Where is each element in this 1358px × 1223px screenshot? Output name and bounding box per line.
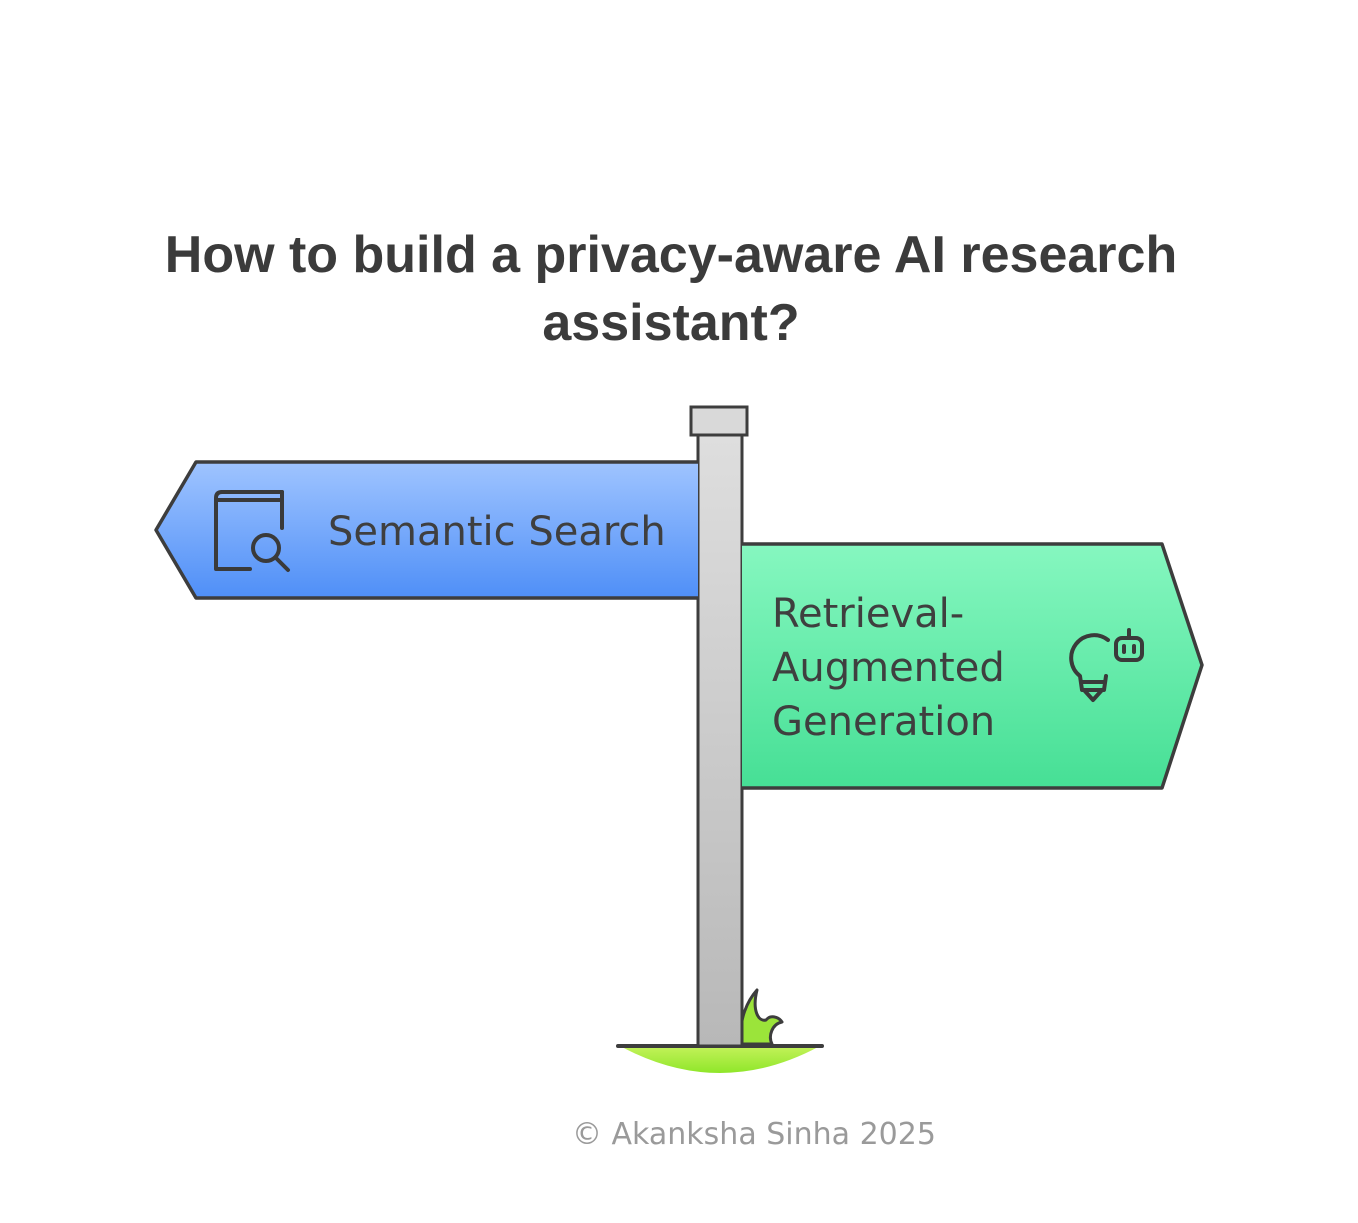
lightbulb-robot-icon <box>1069 628 1144 702</box>
copyright-text: © Akanksha Sinha 2025 <box>572 1117 936 1152</box>
sign-right-label-line-1: Retrieval- <box>772 591 964 637</box>
ground-mound <box>620 1046 820 1073</box>
signpost-pole <box>689 405 749 1048</box>
pole-shaft <box>696 432 744 1048</box>
sign-right-board <box>742 542 1204 790</box>
diagram-title: How to build a privacy-aware AI research… <box>165 226 1177 352</box>
sign-left-board <box>154 460 698 600</box>
sign-right-label-line-2: Augmented <box>772 645 1005 691</box>
pole-cap <box>689 405 749 437</box>
title-line-1: How to build a privacy-aware AI research <box>165 226 1177 284</box>
sign-left-label: Semantic Search <box>328 509 666 555</box>
sign-semantic-search: Semantic Search <box>154 460 698 600</box>
title-line-2: assistant? <box>542 294 799 352</box>
sign-retrieval-augmented-generation: Retrieval- Augmented Generation <box>742 542 1204 790</box>
sign-right-label-line-3: Generation <box>772 699 995 745</box>
book-search-icon <box>214 490 290 572</box>
